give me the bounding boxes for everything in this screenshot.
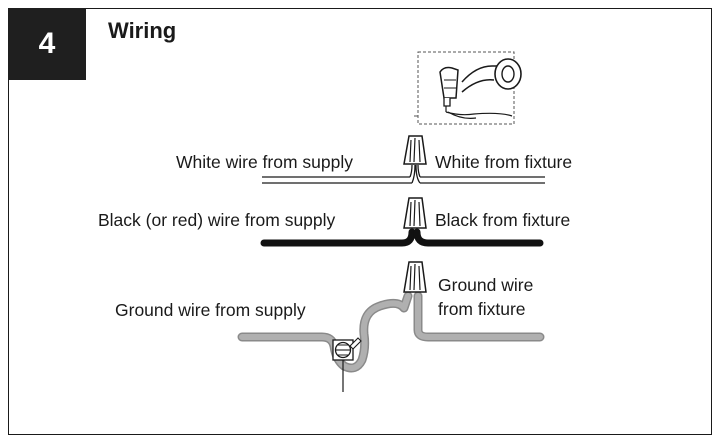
white-fixture-label: White from fixture xyxy=(435,152,573,172)
wire-nut-icon xyxy=(403,197,427,229)
ground-supply-label: Ground wire from supply xyxy=(115,300,306,320)
step-number-badge: 4 xyxy=(8,8,86,80)
ground-fixture-label-line1: Ground wire xyxy=(438,275,534,295)
ground-fixture-label-line2: from fixture xyxy=(438,299,526,319)
wire-nut-icon xyxy=(403,261,427,293)
black-fixture-label: Black from fixture xyxy=(435,210,571,230)
black-wire xyxy=(260,228,544,247)
step-title: Wiring xyxy=(108,18,177,43)
wire-nut-icon xyxy=(439,66,513,119)
wire-nut-icon xyxy=(403,135,427,165)
white-wire xyxy=(262,164,545,184)
ground-screw-icon xyxy=(332,337,362,392)
electrical-tape-icon xyxy=(461,58,522,93)
black-supply-label: Black (or red) wire from supply xyxy=(98,210,336,230)
white-supply-label: White wire from supply xyxy=(176,152,353,172)
